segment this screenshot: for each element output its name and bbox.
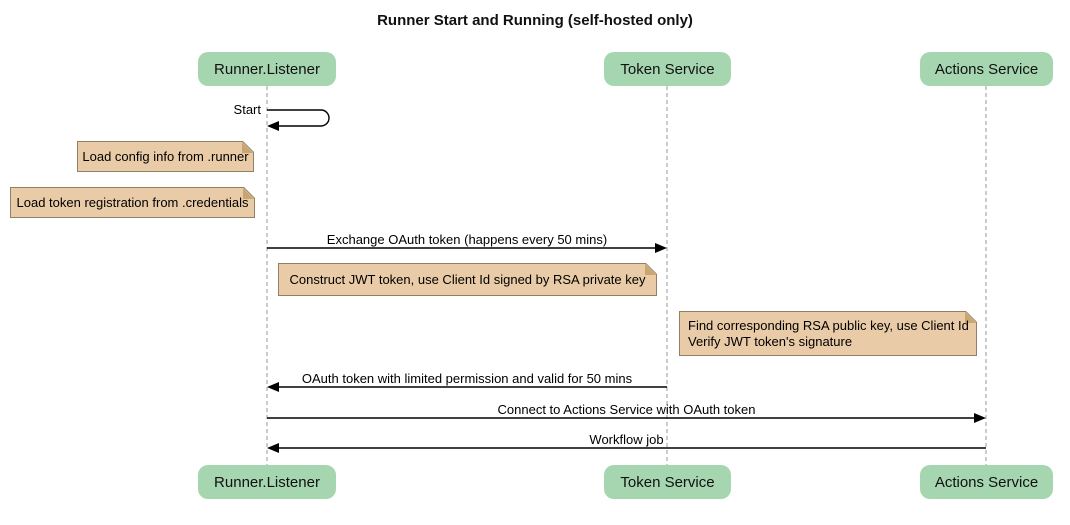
note-load-config: Load config info from .runner <box>77 141 254 172</box>
note-line: Load config info from .runner <box>82 149 249 164</box>
note-load-token-registration: Load token registration from .credential… <box>10 187 255 218</box>
arrowhead-exchange-oauth <box>655 243 667 253</box>
diagram-title: Runner Start and Running (self-hosted on… <box>377 12 693 29</box>
note-line: Verify JWT token's signature <box>688 333 853 349</box>
note-fold-corner-icon <box>242 142 253 153</box>
lifelines <box>266 86 987 465</box>
message-lines <box>267 109 986 449</box>
message-label-oauth-token: OAuth token with limited permission and … <box>301 371 633 386</box>
participant-label: Actions Service <box>934 60 1039 78</box>
note-text: Load token registration from .credential… <box>10 187 255 218</box>
arrowhead-start <box>267 121 279 131</box>
note-construct-jwt: Construct JWT token, use Client Id signe… <box>278 263 657 296</box>
note-line: Load token registration from .credential… <box>16 195 249 210</box>
arrowhead-oauth-token <box>267 382 279 392</box>
arrowhead-connect-actions <box>974 413 986 423</box>
participant-label: Token Service <box>620 473 715 491</box>
participant-label: Actions Service <box>934 473 1039 491</box>
participant-label: Runner.Listener <box>214 60 320 78</box>
message-label-workflow-job: Workflow job <box>589 432 664 447</box>
note-shape <box>10 187 255 218</box>
participant-label: Runner.Listener <box>214 473 320 491</box>
participant-token-service-top: Token Service <box>604 52 731 86</box>
note-fold-corner-icon <box>243 188 254 199</box>
note-text: Load config info from .runner <box>77 141 254 172</box>
arrowhead-workflow-job <box>267 443 279 453</box>
note-fold-corner-icon <box>645 264 656 275</box>
note-verify-jwt: Find corresponding RSA public key, use C… <box>679 311 977 356</box>
note-shape <box>77 141 254 172</box>
arrowheads <box>267 121 986 453</box>
participant-runner-listener-bottom: Runner.Listener <box>198 465 336 499</box>
note-text: Construct JWT token, use Client Id signe… <box>278 263 657 296</box>
participant-runner-listener-top: Runner.Listener <box>198 52 336 86</box>
message-label-exchange-oauth: Exchange OAuth token (happens every 50 m… <box>326 232 608 247</box>
message-label-connect-actions: Connect to Actions Service with OAuth to… <box>497 402 756 417</box>
self-message-start-line <box>267 109 330 127</box>
participant-token-service-bottom: Token Service <box>604 465 731 499</box>
note-line: Find corresponding RSA public key, use C… <box>688 317 969 333</box>
participant-actions-service-bottom: Actions Service <box>920 465 1053 499</box>
note-fold-corner-icon <box>965 312 976 323</box>
note-shape <box>679 311 977 356</box>
message-label-start: Start <box>233 102 261 117</box>
participant-actions-service-top: Actions Service <box>920 52 1053 86</box>
note-shape <box>278 263 657 296</box>
participant-label: Token Service <box>620 60 715 78</box>
note-text: Find corresponding RSA public key, use C… <box>679 311 977 356</box>
note-line: Construct JWT token, use Client Id signe… <box>289 272 646 287</box>
